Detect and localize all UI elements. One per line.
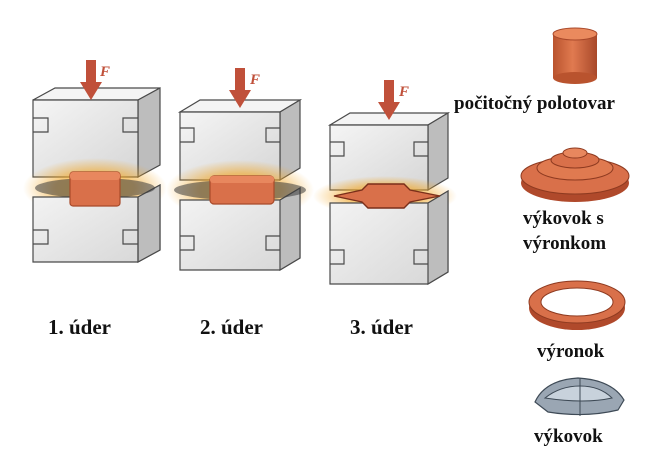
step-label-3: 3. úder: [350, 317, 413, 338]
finished-forging-icon: [535, 378, 624, 416]
workpiece-preform: [210, 176, 274, 204]
workpiece-billet: [70, 172, 120, 206]
flash-ring-icon: [529, 281, 625, 330]
step-label-2: 2. úder: [200, 317, 263, 338]
force-label: F: [99, 64, 110, 80]
product-label-forging-with-flash-line2: výronkom: [523, 234, 606, 253]
force-label: F: [398, 84, 409, 100]
force-label: F: [249, 72, 260, 88]
die-assembly-step-1: F: [23, 60, 167, 262]
step-label-1: 1. úder: [48, 317, 111, 338]
product-label-finished-forging: výkovok: [534, 427, 603, 446]
product-label-billet: počitočný polotovar: [454, 94, 615, 113]
product-label-forging-with-flash-line1: výkovok s: [523, 209, 604, 228]
forging-with-flash-icon: [521, 148, 629, 202]
die-assembly-step-3: F: [313, 80, 457, 284]
product-label-flash: výronok: [537, 342, 604, 361]
starting-billet-icon: [553, 28, 597, 84]
die-assembly-step-2: F: [166, 68, 314, 270]
